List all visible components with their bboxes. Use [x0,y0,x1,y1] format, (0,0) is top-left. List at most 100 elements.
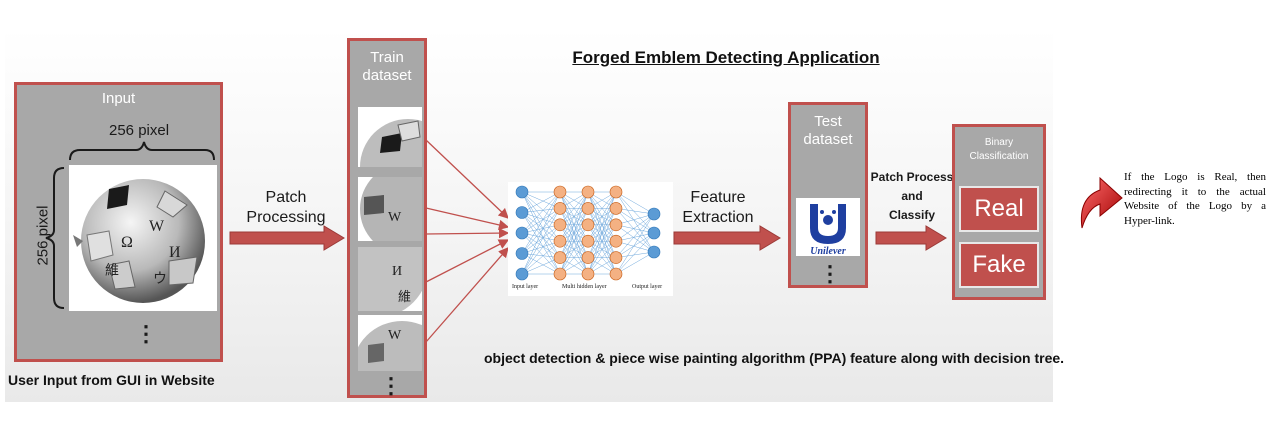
svg-text:Ω: Ω [121,234,133,251]
wikipedia-globe-icon: Ω W И 維 ウ [73,179,205,303]
network-edge [559,241,589,275]
network-edge [521,224,561,234]
test-logo-image: Unilever [796,198,860,257]
network-edge [615,251,655,258]
svg-text:И: И [392,264,402,279]
network-edge [615,213,655,258]
network-edge [521,232,561,258]
network-edge [615,191,655,253]
hidden-node [609,251,623,264]
network-edge [521,253,561,275]
network-edge [615,208,655,215]
network-edge [615,208,655,253]
arrow-classify [875,225,947,251]
network-edge [521,212,561,258]
output-node [647,207,661,221]
test-panel-title: Test dataset [803,113,853,148]
network-edge [615,208,655,234]
network-edge [521,191,561,213]
arrow-patch-processing [229,225,345,251]
output-node [647,245,661,259]
network-edge [587,241,617,275]
hidden-node [553,234,567,248]
input-more-dots: ⋮ [135,321,157,346]
hidden-node [553,267,567,281]
hidden-node [553,202,567,215]
hidden-node [553,251,567,264]
svg-text:W: W [388,210,402,225]
network-edge [521,232,561,242]
network-edge [559,208,589,275]
network-edge [521,208,561,234]
network-edge [521,212,561,275]
fake-result: Fake [959,242,1039,288]
input-panel: Input 256 pixel 256 pixel Ω W И [14,82,223,362]
output-node [647,226,661,240]
input-layer-label: Input layer [512,284,539,290]
input-panel-title: Input [101,90,136,107]
hidden-node [609,185,623,199]
svg-text:維: 維 [105,263,119,279]
network-edge [615,224,655,234]
diagram-title: Forged Emblem Detecting Application [572,48,880,67]
network-edge [615,232,655,242]
network-edge [615,224,655,253]
input-node [515,247,529,260]
network-edge [521,241,561,275]
width-label: 256 pixel [109,122,170,139]
hidden-node [609,267,623,281]
real-result: Real [959,186,1039,232]
input-image: Ω W И 維 ウ [69,165,217,311]
network-edge [521,212,561,226]
network-edge [559,191,589,242]
svg-text:ウ: ウ [153,271,167,287]
hidden-node [581,234,595,248]
hidden-node [581,251,595,264]
input-node [515,226,529,240]
redirect-arrow-icon [1080,176,1123,229]
svg-text:W: W [149,218,165,235]
neural-network-figure: Input layer Multi hidden layer Output la… [508,182,673,296]
network-edge [615,232,655,258]
svg-text:維: 維 [398,289,411,304]
network-edge [587,191,617,242]
network-edge [587,191,617,225]
binary-panel-title: Binary Classification [969,137,1029,162]
neural-network-graph [515,185,661,281]
network-edge [559,224,589,275]
input-node [515,185,529,199]
svg-text:И: И [169,244,181,261]
network-edge [521,253,561,258]
network-edge [521,208,561,254]
network-edge [615,213,655,242]
network-edge [559,191,589,258]
arrow-feature-extraction [673,225,781,251]
network-edge [587,191,617,258]
network-edge [521,191,561,234]
network-edge [521,224,561,254]
network-edge [521,208,561,275]
hidden-node [609,202,623,215]
network-edge [559,191,589,225]
network-edge [615,232,655,275]
hidden-node [553,185,567,199]
footer-caption: User Input from GUI in Website [8,372,215,388]
network-edge [521,191,561,254]
input-node [515,267,529,281]
network-edge [521,212,561,242]
hidden-node [553,218,567,232]
patch-processing-label: Patch Processing [246,189,326,226]
hidden-layer-label: Multi hidden layer [562,284,607,290]
unilever-logo-text: Unilever [810,246,846,256]
redirect-note: If the Logo is Real, then redirecting it… [1124,171,1266,227]
network-edge [521,208,561,213]
hidden-node [581,202,595,215]
test-dataset-panel: Test dataset Unilever ⋮ [788,102,868,288]
hidden-node [609,234,623,248]
hidden-node [581,267,595,281]
input-node [515,206,529,219]
network-edge [615,191,655,234]
